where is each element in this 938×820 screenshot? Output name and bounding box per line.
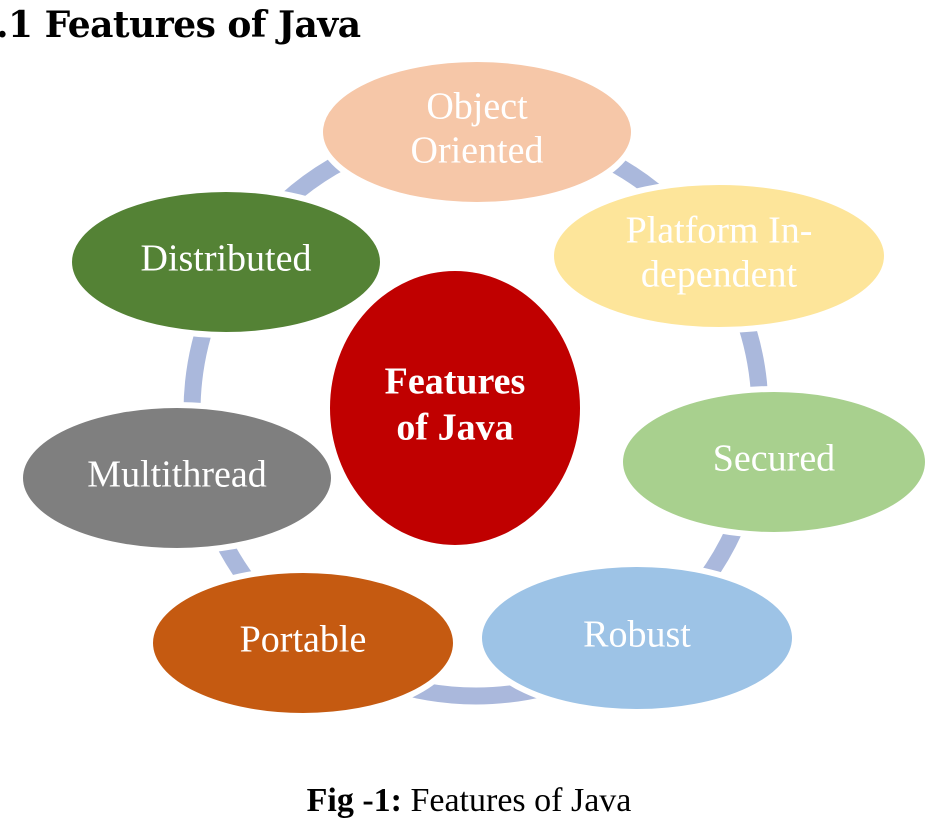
center-node-label: Features <box>385 361 526 403</box>
figure-caption-text: Features of Java <box>401 782 632 819</box>
node-robust: Robust <box>476 561 798 715</box>
node-object-oriented-label: Oriented <box>411 130 544 172</box>
node-object-oriented-shape <box>317 56 637 208</box>
node-robust-label: Robust <box>583 614 691 656</box>
node-portable-label: Portable <box>240 619 367 661</box>
node-distributed-shape <box>66 186 386 338</box>
node-platform-independent-label: dependent <box>641 254 798 296</box>
figure-label: Fig -1: <box>306 782 402 819</box>
node-distributed: Distributed <box>66 186 386 338</box>
node-secured-label: Secured <box>713 438 835 480</box>
node-multithread-shape <box>17 402 337 554</box>
node-distributed-label: Distributed <box>141 238 312 280</box>
node-multithread: Multithread <box>17 402 337 554</box>
node-multithread-label: Multithread <box>87 454 266 496</box>
center-node-shape <box>324 265 586 551</box>
node-platform-independent-label: Platform In- <box>626 210 813 252</box>
node-object-oriented-label: Object <box>426 86 528 128</box>
node-portable: Portable <box>147 567 459 719</box>
node-secured: Secured <box>617 386 931 538</box>
node-portable-shape <box>147 567 459 719</box>
section-heading: .1 Features of Java <box>0 4 361 46</box>
figure-caption: Fig -1: Features of Java <box>0 782 938 820</box>
node-platform-independent-shape <box>548 179 890 333</box>
center-node-label: of Java <box>396 407 513 449</box>
node-platform-independent: Platform In-dependent <box>548 179 890 333</box>
node-robust-shape <box>476 561 798 715</box>
node-secured-shape <box>617 386 931 538</box>
